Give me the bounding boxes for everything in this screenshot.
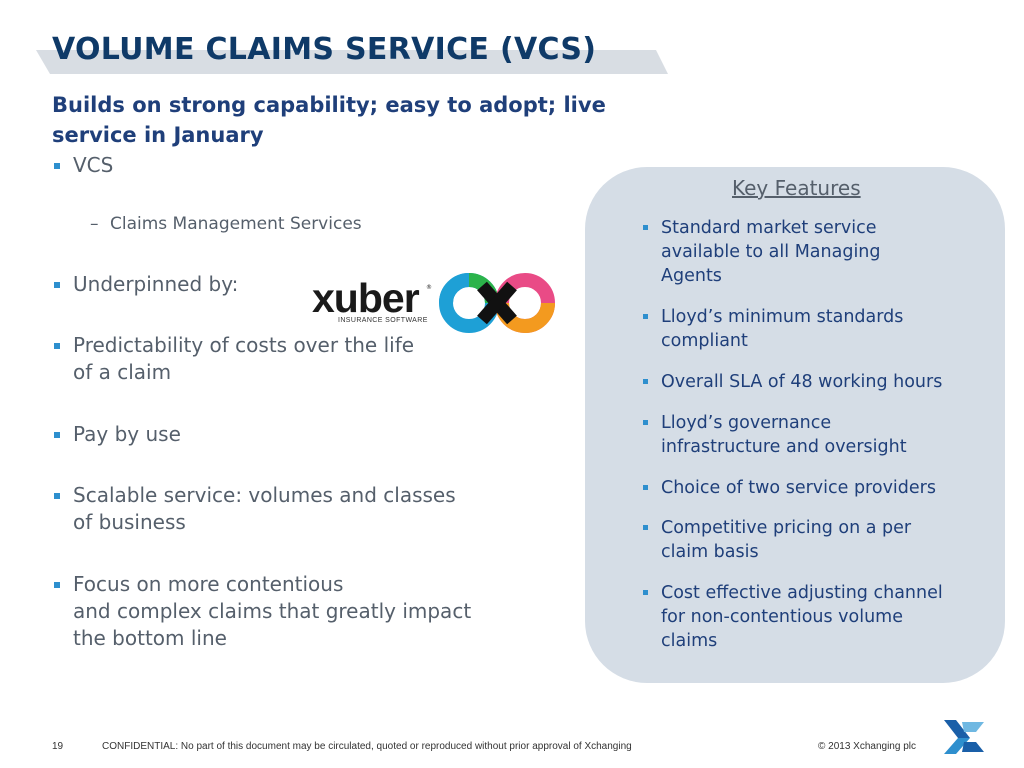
feature-text: Choice of two service providers bbox=[661, 476, 986, 500]
title-banner-stripe bbox=[36, 50, 668, 74]
bullet-marker bbox=[643, 225, 648, 230]
xuber-logo: xuber ® INSURANCE SOFTWARE bbox=[312, 272, 560, 336]
feature-line: Overall SLA of 48 working hours bbox=[661, 372, 943, 392]
bullet-line: of business bbox=[73, 510, 186, 534]
feature-text: Standard market service available to all… bbox=[661, 216, 986, 288]
key-features-title: Key Features bbox=[732, 176, 861, 200]
bullet-marker bbox=[643, 525, 648, 530]
bullet-marker bbox=[54, 343, 60, 349]
feature-line: Agents bbox=[661, 266, 722, 286]
bullet-marker bbox=[643, 314, 648, 319]
bullet-text: VCS bbox=[73, 153, 114, 177]
bullet-marker bbox=[54, 432, 60, 438]
feature-text: Lloyd’s governance infrastructure and ov… bbox=[661, 411, 986, 459]
key-features-panel bbox=[585, 167, 1005, 683]
feature-line: Lloyd’s governance bbox=[661, 413, 832, 433]
feature-text: Lloyd’s minimum standards compliant bbox=[661, 305, 986, 353]
subtitle-line-2: service in January bbox=[52, 123, 264, 147]
bullet-marker bbox=[54, 493, 60, 499]
feature-line: Lloyd’s minimum standards bbox=[661, 307, 904, 327]
slide-subtitle: Builds on strong capability; easy to ado… bbox=[52, 90, 652, 150]
subtitle-line-1: Builds on strong capability; easy to ado… bbox=[52, 93, 606, 117]
bullet-line: Predictability of costs over the life bbox=[73, 333, 415, 357]
logo-tagline: INSURANCE SOFTWARE bbox=[338, 317, 428, 324]
bullet-marker bbox=[54, 282, 60, 288]
dash-marker: – bbox=[90, 214, 99, 234]
bullet-line: and complex claims that greatly impact bbox=[73, 599, 472, 623]
bullet-marker bbox=[54, 582, 60, 588]
page-title: VOLUME CLAIMS SERVICE (VCS) bbox=[52, 32, 597, 67]
logo-registered-mark: ® bbox=[426, 284, 432, 291]
feature-line: infrastructure and oversight bbox=[661, 437, 907, 457]
xchanging-logo-icon bbox=[944, 720, 984, 754]
bullet-text: Pay by use bbox=[73, 422, 181, 446]
bullet-text: Focus on more contentious and complex cl… bbox=[73, 571, 543, 652]
bullet-marker bbox=[54, 163, 60, 169]
feature-line: for non-contentious volume bbox=[661, 607, 904, 627]
bullet-marker bbox=[643, 590, 648, 595]
copyright-notice: © 2013 Xchanging plc bbox=[818, 741, 916, 752]
feature-line: Standard market service bbox=[661, 218, 877, 238]
bullet-line: Focus on more contentious bbox=[73, 572, 344, 596]
bullet-line: Scalable service: volumes and classes bbox=[73, 483, 456, 507]
sub-bullet-text: Claims Management Services bbox=[110, 214, 362, 234]
confidentiality-notice: CONFIDENTIAL: No part of this document m… bbox=[102, 741, 632, 752]
sub-bullet-claims-management: –Claims Management Services bbox=[90, 212, 362, 236]
bullet-text: Underpinned by: bbox=[73, 272, 239, 296]
bullet-line: the bottom line bbox=[73, 626, 227, 650]
feature-text: Competitive pricing on a per claim basis bbox=[661, 516, 986, 564]
infinity-x-icon bbox=[439, 273, 555, 333]
bullet-marker bbox=[643, 485, 648, 490]
bullet-marker bbox=[643, 379, 648, 384]
bullet-marker bbox=[643, 420, 648, 425]
feature-line: claims bbox=[661, 631, 718, 651]
bullet-text: Scalable service: volumes and classes of… bbox=[73, 482, 543, 536]
feature-line: claim basis bbox=[661, 542, 759, 562]
feature-line: Choice of two service providers bbox=[661, 478, 936, 498]
feature-line: available to all Managing bbox=[661, 242, 881, 262]
feature-text: Overall SLA of 48 working hours bbox=[661, 370, 986, 394]
feature-line: compliant bbox=[661, 331, 748, 351]
page-number: 19 bbox=[52, 741, 64, 752]
bullet-text: Predictability of costs over the life of… bbox=[73, 332, 543, 386]
feature-line: Cost effective adjusting channel bbox=[661, 583, 943, 603]
bullet-line: of a claim bbox=[73, 360, 172, 384]
feature-line: Competitive pricing on a per bbox=[661, 518, 912, 538]
feature-text: Cost effective adjusting channel for non… bbox=[661, 581, 986, 653]
logo-wordmark: xuber bbox=[312, 275, 420, 321]
